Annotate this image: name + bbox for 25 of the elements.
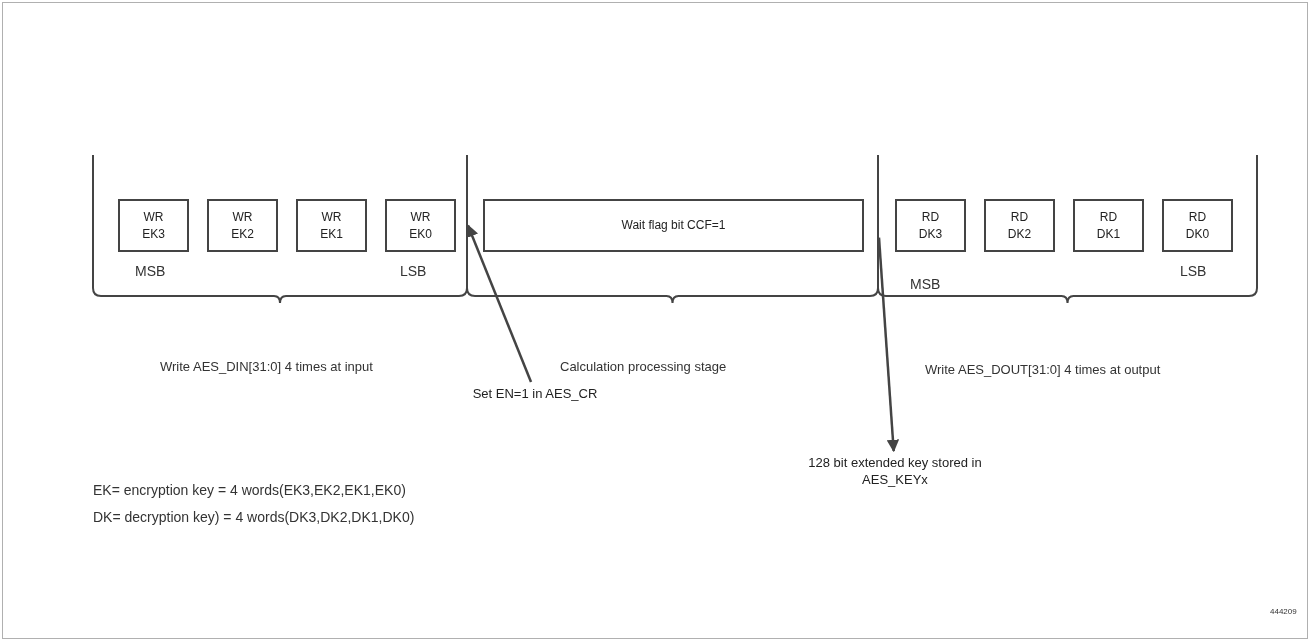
bit-order-label: LSB — [1180, 263, 1207, 279]
arrow — [877, 237, 900, 453]
step-box: RD DK0 — [1162, 199, 1233, 252]
stage-label: Write AES_DIN[31:0] 4 times at input — [160, 359, 373, 374]
step-box: RD DK2 — [984, 199, 1055, 252]
step-box: Wait flag bit CCF=1 — [483, 199, 864, 252]
bit-order-label: MSB — [135, 263, 166, 279]
divider-line — [877, 155, 879, 289]
step-box: RD DK3 — [895, 199, 966, 252]
note-text: Set EN=1 in AES_CR — [445, 383, 625, 403]
step-box: WR EK1 — [296, 199, 367, 252]
stage-label: Write AES_DOUT[31:0] 4 times at output — [925, 362, 1161, 377]
definition-note: EK= encryption key = 4 words(EK3,EK2,EK1,EK0) — [93, 482, 406, 498]
step-box: WR EK2 — [207, 199, 278, 252]
step-box: WR EK3 — [118, 199, 189, 252]
definition-note: DK= decryption key) = 4 words(DK3,DK2,DK1,DK0) — [93, 509, 415, 525]
bit-order-label: LSB — [400, 263, 427, 279]
note-text: 128 bit extended key stored in AES_KEYx — [805, 452, 985, 490]
stage-label: Calculation processing stage — [560, 359, 727, 374]
bit-order-label: MSB — [910, 276, 941, 292]
step-box: RD DK1 — [1073, 199, 1144, 252]
step-box: WR EK0 — [385, 199, 456, 252]
arrow — [466, 224, 533, 383]
divider-line — [466, 155, 468, 289]
figure-number: 444209 — [1270, 607, 1297, 616]
